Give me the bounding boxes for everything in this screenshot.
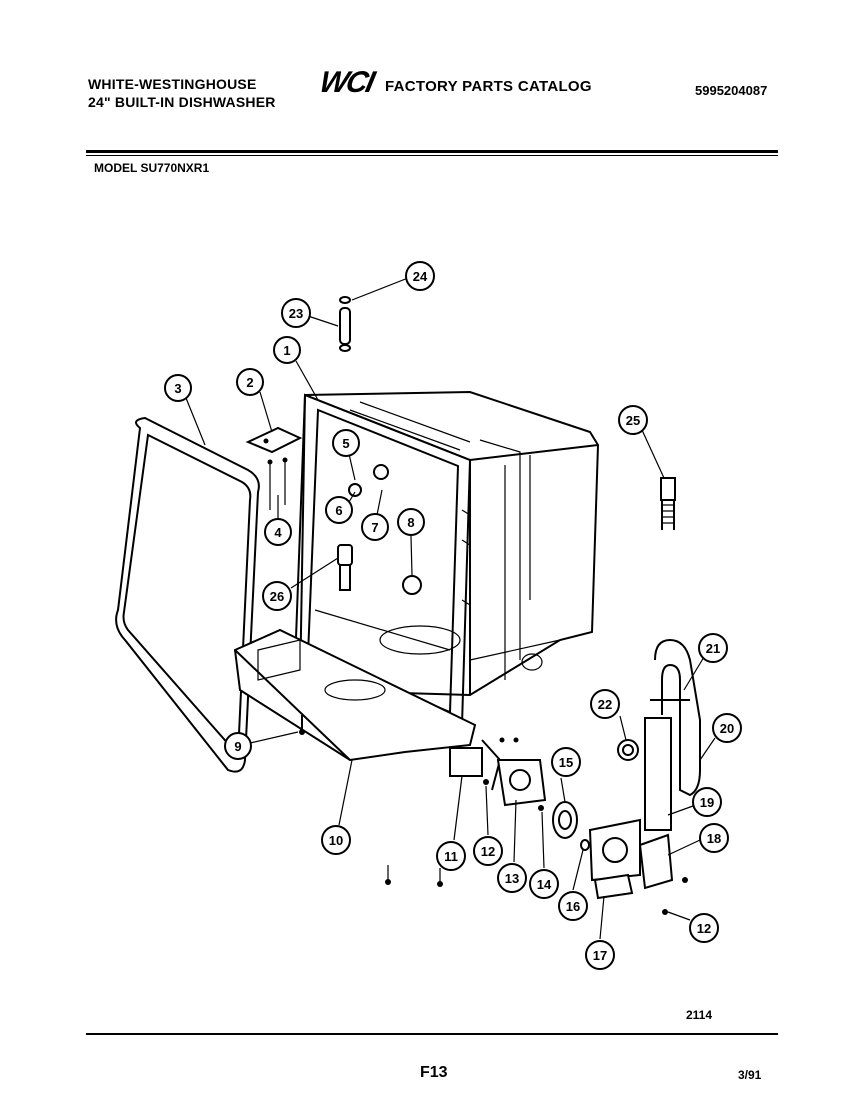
screws-base [385, 865, 443, 887]
tub-assembly [293, 390, 600, 727]
footer-rule [86, 1033, 778, 1035]
callout-22: 22 [590, 689, 620, 719]
callout-18: 18 [699, 823, 729, 853]
callout-4: 4 [264, 518, 292, 546]
svg-text:22: 22 [598, 697, 612, 712]
svg-text:13: 13 [505, 871, 519, 886]
float-switch [337, 544, 353, 591]
duct-assembly [617, 638, 701, 831]
header-rule [86, 150, 778, 153]
svg-text:9: 9 [234, 739, 241, 754]
callout-7: 7 [361, 513, 389, 541]
svg-text:20: 20 [720, 721, 734, 736]
callout-12-b: 12 [689, 913, 719, 943]
callout-10: 10 [321, 825, 351, 855]
svg-text:12: 12 [481, 844, 495, 859]
svg-text:19: 19 [700, 795, 714, 810]
svg-text:21: 21 [706, 641, 720, 656]
callout-2: 2 [236, 368, 264, 396]
figure-number: 2114 [686, 1008, 713, 1022]
svg-text:12: 12 [697, 921, 711, 936]
svg-text:7: 7 [371, 520, 378, 535]
svg-text:26: 26 [270, 589, 284, 604]
svg-text:15: 15 [559, 755, 573, 770]
callout-21: 21 [698, 633, 728, 663]
catalog-date: 3/91 [738, 1068, 762, 1082]
callout-20: 20 [712, 713, 742, 743]
callout-3: 3 [164, 374, 192, 402]
brand-name: WHITE-WESTINGHOUSE [88, 76, 257, 92]
svg-text:5: 5 [342, 436, 349, 451]
svg-text:18: 18 [707, 831, 721, 846]
motor-bracket [588, 818, 688, 915]
pump-assembly [449, 737, 590, 851]
callout-9: 9 [224, 732, 252, 760]
callout-26: 26 [262, 581, 292, 611]
fill-hose [339, 296, 351, 352]
hinge-bracket [245, 426, 303, 510]
svg-text:8: 8 [407, 515, 414, 530]
svg-text:1: 1 [283, 343, 290, 358]
callout-1: 1 [273, 336, 301, 364]
svg-text:14: 14 [537, 877, 552, 892]
header-rule-thin [86, 155, 778, 156]
svg-text:16: 16 [566, 899, 580, 914]
product-description: 24" BUILT-IN DISHWASHER [88, 94, 276, 110]
door-gasket [115, 416, 260, 773]
svg-text:6: 6 [335, 503, 342, 518]
leader-lines [185, 277, 716, 940]
callout-6: 6 [325, 496, 353, 524]
callout-15: 15 [551, 747, 581, 777]
catalog-title: FACTORY PARTS CATALOG [385, 78, 592, 95]
callout-14: 14 [529, 869, 559, 899]
svg-text:23: 23 [289, 306, 303, 321]
callout-25: 25 [618, 405, 648, 435]
callout-19: 19 [692, 787, 722, 817]
callout-23: 23 [281, 298, 311, 328]
catalog-number: 5995204087 [695, 83, 768, 98]
svg-text:4: 4 [274, 525, 282, 540]
callout-8: 8 [397, 508, 425, 536]
svg-text:11: 11 [444, 849, 458, 864]
model-number: MODEL SU770NXR1 [94, 161, 210, 175]
drain-fitting [660, 477, 676, 530]
svg-text:10: 10 [329, 833, 343, 848]
callout-17: 17 [585, 940, 615, 970]
callout-24: 24 [405, 261, 435, 291]
callout-12-a: 12 [473, 836, 503, 866]
screw-9 [299, 715, 305, 735]
page-code: F13 [420, 1064, 448, 1081]
svg-text:25: 25 [626, 413, 640, 428]
svg-text:2: 2 [246, 375, 253, 390]
callout-5: 5 [332, 429, 360, 457]
base-pan [233, 628, 477, 762]
svg-text:24: 24 [413, 269, 428, 284]
svg-text:17: 17 [593, 948, 607, 963]
callout-13: 13 [497, 863, 527, 893]
callout-11: 11 [436, 841, 466, 871]
callout-16: 16 [558, 891, 588, 921]
svg-text:3: 3 [174, 381, 181, 396]
